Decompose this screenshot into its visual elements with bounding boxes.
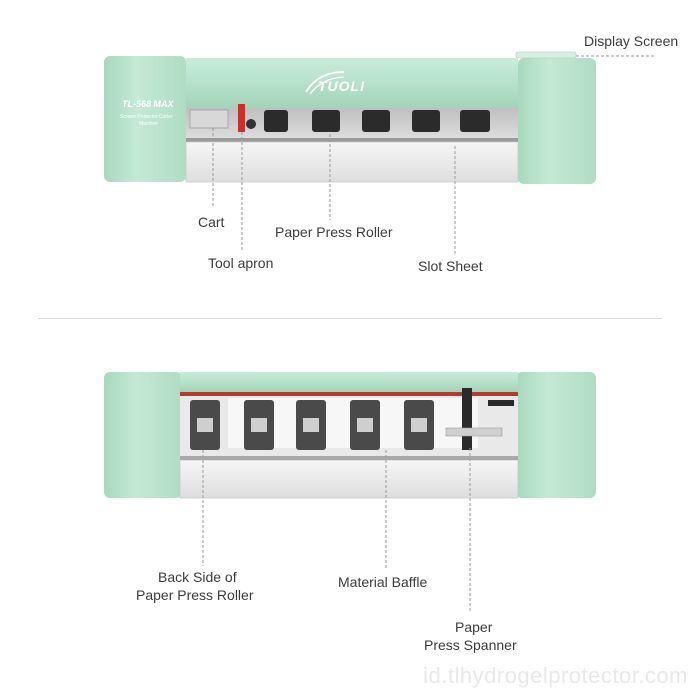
label-back-side-line2: Paper Press Roller	[136, 587, 254, 603]
right-side-panel	[518, 58, 596, 184]
label-tool-apron: Tool apron	[208, 255, 274, 271]
bottom-callout-lines	[202, 448, 471, 612]
cart	[189, 109, 229, 129]
logo-swoosh-icon	[305, 71, 345, 93]
model-name: TL-568 MAX	[122, 99, 174, 109]
model-subtitle-line1: Screen Protector Cutter	[120, 114, 173, 120]
top-hood	[186, 58, 518, 108]
top-callout-lines	[212, 55, 654, 255]
roller-5	[460, 110, 490, 132]
tool-knob	[246, 119, 256, 129]
model-subtitle-line2: Machine	[139, 121, 158, 127]
back-view	[104, 372, 596, 499]
brand-logo: TUOLI	[318, 78, 365, 94]
back-right-side-panel	[516, 372, 596, 498]
display-screen	[515, 51, 577, 59]
roller-2	[312, 110, 340, 132]
label-spanner-line2: Press Spanner	[424, 637, 517, 653]
material-baffle	[179, 459, 519, 499]
left-side-panel	[104, 56, 186, 182]
back-top-bar	[180, 372, 518, 392]
watermark: id.tlhydrogelprotector.com	[423, 663, 688, 688]
label-display-screen: Display Screen	[584, 33, 679, 49]
roller-1	[264, 110, 288, 132]
tool-apron	[238, 104, 245, 132]
back-red-strip	[180, 392, 518, 396]
front-view	[104, 51, 596, 184]
paper-press-spanner	[462, 388, 472, 450]
paper-press-rollers	[264, 110, 490, 132]
back-left-side-panel	[104, 372, 182, 498]
label-material-baffle: Material Baffle	[338, 574, 428, 590]
back-side-rollers	[190, 400, 434, 450]
cutting-rail	[186, 138, 518, 142]
label-back-side-line1: Back Side of	[158, 569, 237, 585]
section-divider	[38, 318, 662, 319]
label-paper-press-roller: Paper Press Roller	[275, 224, 393, 240]
label-slot-sheet: Slot Sheet	[418, 258, 483, 274]
label-cart: Cart	[198, 214, 225, 230]
label-spanner-line1: Paper	[455, 619, 493, 635]
roller-3	[362, 110, 390, 132]
slot-sheet	[185, 141, 519, 183]
roller-4	[412, 110, 440, 132]
